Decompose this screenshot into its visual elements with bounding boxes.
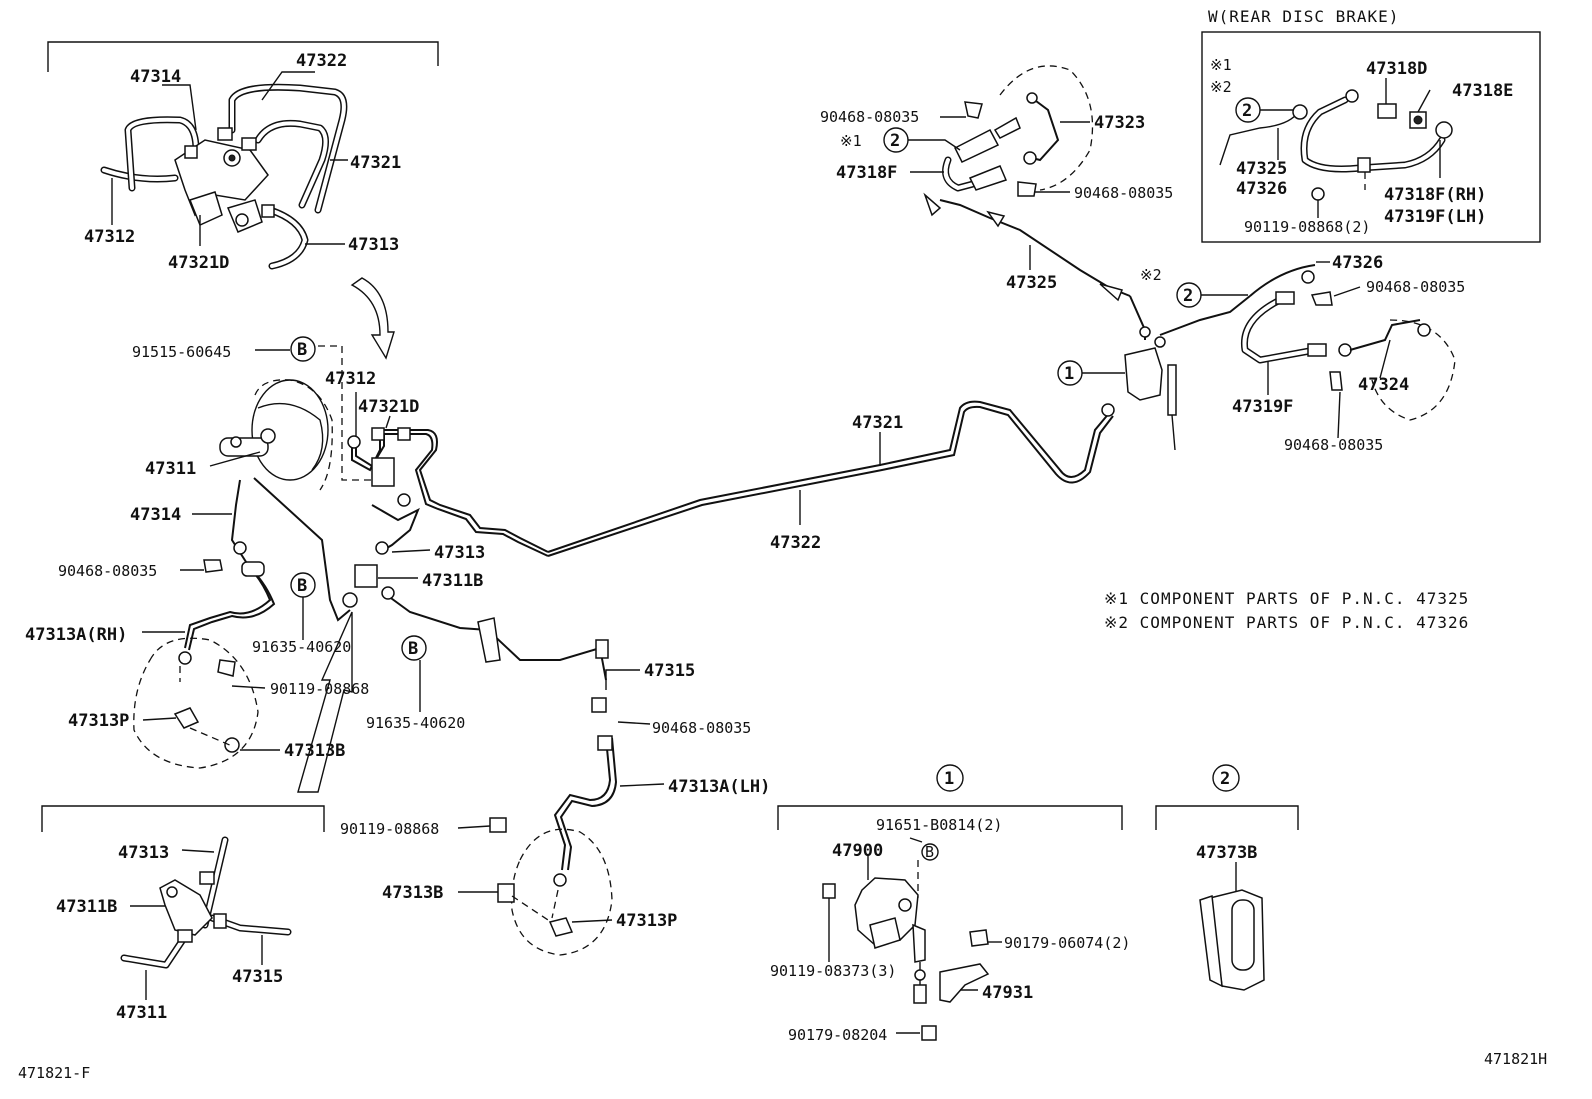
circle-2-upper: 2: [890, 131, 900, 151]
note-1: ※1 COMPONENT PARTS OF P.N.C. 47325: [1104, 589, 1469, 608]
detail-arrows: [297, 277, 395, 793]
label-47323: 47323: [1094, 113, 1145, 133]
label-47321d: 47321D: [168, 253, 229, 273]
rear-disc-box: W(REAR DISC BRAKE) 2 ※1 ※2 47318D 47318E…: [1201, 7, 1541, 243]
label-47318f: 47318F: [836, 163, 897, 183]
label-47315-main: 47315: [644, 661, 695, 681]
footer-left-code: 471821-F: [18, 1064, 90, 1082]
label-47312-main: 47312: [325, 369, 376, 389]
note-2: ※2 COMPONENT PARTS OF P.N.C. 47326: [1104, 613, 1469, 632]
label-47322-center: 47322: [770, 533, 821, 553]
mark-1-upper: ※1: [840, 132, 862, 150]
label-47325-main: 47325: [1006, 273, 1057, 293]
label-47311b-detail: 47311B: [56, 897, 117, 917]
label-90468-08035-ur-c: 90468-08035: [1366, 278, 1465, 296]
circle-1-valve: 1: [1064, 364, 1074, 384]
upper-right-assembly: 2 2 1 90468-08035 ※1 47318F 47323 90468-…: [820, 65, 1465, 454]
label-47321d-main: 47321D: [358, 397, 419, 417]
circle-b-1: B: [297, 340, 307, 360]
label-47318d: 47318D: [1366, 59, 1427, 79]
label-47326-box: 47326: [1236, 179, 1287, 199]
label-47311-main: 47311: [145, 459, 196, 479]
label-47313p-lh: 47313P: [616, 911, 677, 931]
bottom-left-detail: 47313 47311B 47315 47311: [41, 805, 325, 1023]
circle-b-3: B: [408, 639, 418, 659]
label-90179-08204: 90179-08204: [788, 1026, 887, 1044]
label-47313a-rh: 47313A(RH): [25, 625, 127, 645]
circle-2-box: 2: [1242, 101, 1252, 121]
label-47322: 47322: [296, 51, 347, 71]
label-47373b: 47373B: [1196, 843, 1257, 863]
label-47313b-rh: 47313B: [284, 741, 345, 761]
label-90468-08035-ur-d: 90468-08035: [1284, 436, 1383, 454]
label-91651-b0814: 91651-B0814(2): [876, 816, 1002, 834]
footer-right-code: 471821H: [1484, 1050, 1547, 1068]
label-47321: 47321: [350, 153, 401, 173]
label-47321-center: 47321: [852, 413, 903, 433]
label-47319f-lh: 47319F(LH): [1384, 207, 1486, 227]
label-90468-08035-ur-b: 90468-08035: [1074, 184, 1173, 202]
label-91635-40620-a: 91635-40620: [252, 638, 351, 656]
group-1: 1 B 91651-B0814(2) 47900 90179-06074(2) …: [770, 764, 1130, 1044]
group-2: 2 47373B: [1155, 764, 1299, 991]
mark-1-box: ※1: [1210, 56, 1232, 74]
label-47318e: 47318E: [1452, 81, 1513, 101]
label-47900: 47900: [832, 841, 883, 861]
label-90179-06074: 90179-06074(2): [1004, 934, 1130, 952]
label-47326-main: 47326: [1332, 253, 1383, 273]
label-47313b-lh: 47313B: [382, 883, 443, 903]
center-pipes: 47321 47322: [547, 400, 1114, 557]
label-47315-detail: 47315: [232, 967, 283, 987]
label-90468-08035-left: 90468-08035: [58, 562, 157, 580]
label-90119-08868-left: 90119-08868: [270, 680, 369, 698]
circle-2-group: 2: [1220, 769, 1230, 789]
label-47931: 47931: [982, 983, 1033, 1003]
label-90468-08035-ur-a: 90468-08035: [820, 108, 919, 126]
label-91635-40620-b: 91635-40620: [366, 714, 465, 732]
mark-2-box: ※2: [1210, 78, 1232, 96]
rear-disc-title: W(REAR DISC BRAKE): [1208, 7, 1399, 26]
circle-b-2: B: [297, 576, 307, 596]
label-90468-08035-mid: 90468-08035: [652, 719, 751, 737]
label-47311b-main: 47311B: [422, 571, 483, 591]
label-47319f: 47319F: [1232, 397, 1293, 417]
label-47313: 47313: [348, 235, 399, 255]
label-90119-08868-mid: 90119-08868: [340, 820, 439, 838]
label-47314: 47314: [130, 67, 181, 87]
label-47325-box: 47325: [1236, 159, 1287, 179]
circle-1-group: 1: [944, 769, 954, 789]
label-47312: 47312: [84, 227, 135, 247]
label-47313-main: 47313: [434, 543, 485, 563]
circle-2-right: 2: [1183, 286, 1193, 306]
top-left-detail: 47314 47322 47321 47312 47321D 47313: [47, 41, 439, 273]
label-91515-60645: 91515-60645: [132, 343, 231, 361]
label-47313p-rh: 47313P: [68, 711, 129, 731]
main-left-assembly: B B B 91515-60645 47312 47321D 47311 473…: [25, 336, 770, 956]
label-47311-detail: 47311: [116, 1003, 167, 1023]
notes: ※1 COMPONENT PARTS OF P.N.C. 47325 ※2 CO…: [1104, 589, 1469, 632]
label-90119-08868-box: 90119-08868(2): [1244, 218, 1370, 236]
label-90119-08373: 90119-08373(3): [770, 962, 896, 980]
label-47313-detail: 47313: [118, 843, 169, 863]
label-47318f-rh: 47318F(RH): [1384, 185, 1486, 205]
label-47324: 47324: [1358, 375, 1409, 395]
mark-2-upper: ※2: [1140, 266, 1162, 284]
label-47314-main: 47314: [130, 505, 181, 525]
circle-b-group: B: [925, 843, 934, 861]
label-47313a-lh: 47313A(LH): [668, 777, 770, 797]
